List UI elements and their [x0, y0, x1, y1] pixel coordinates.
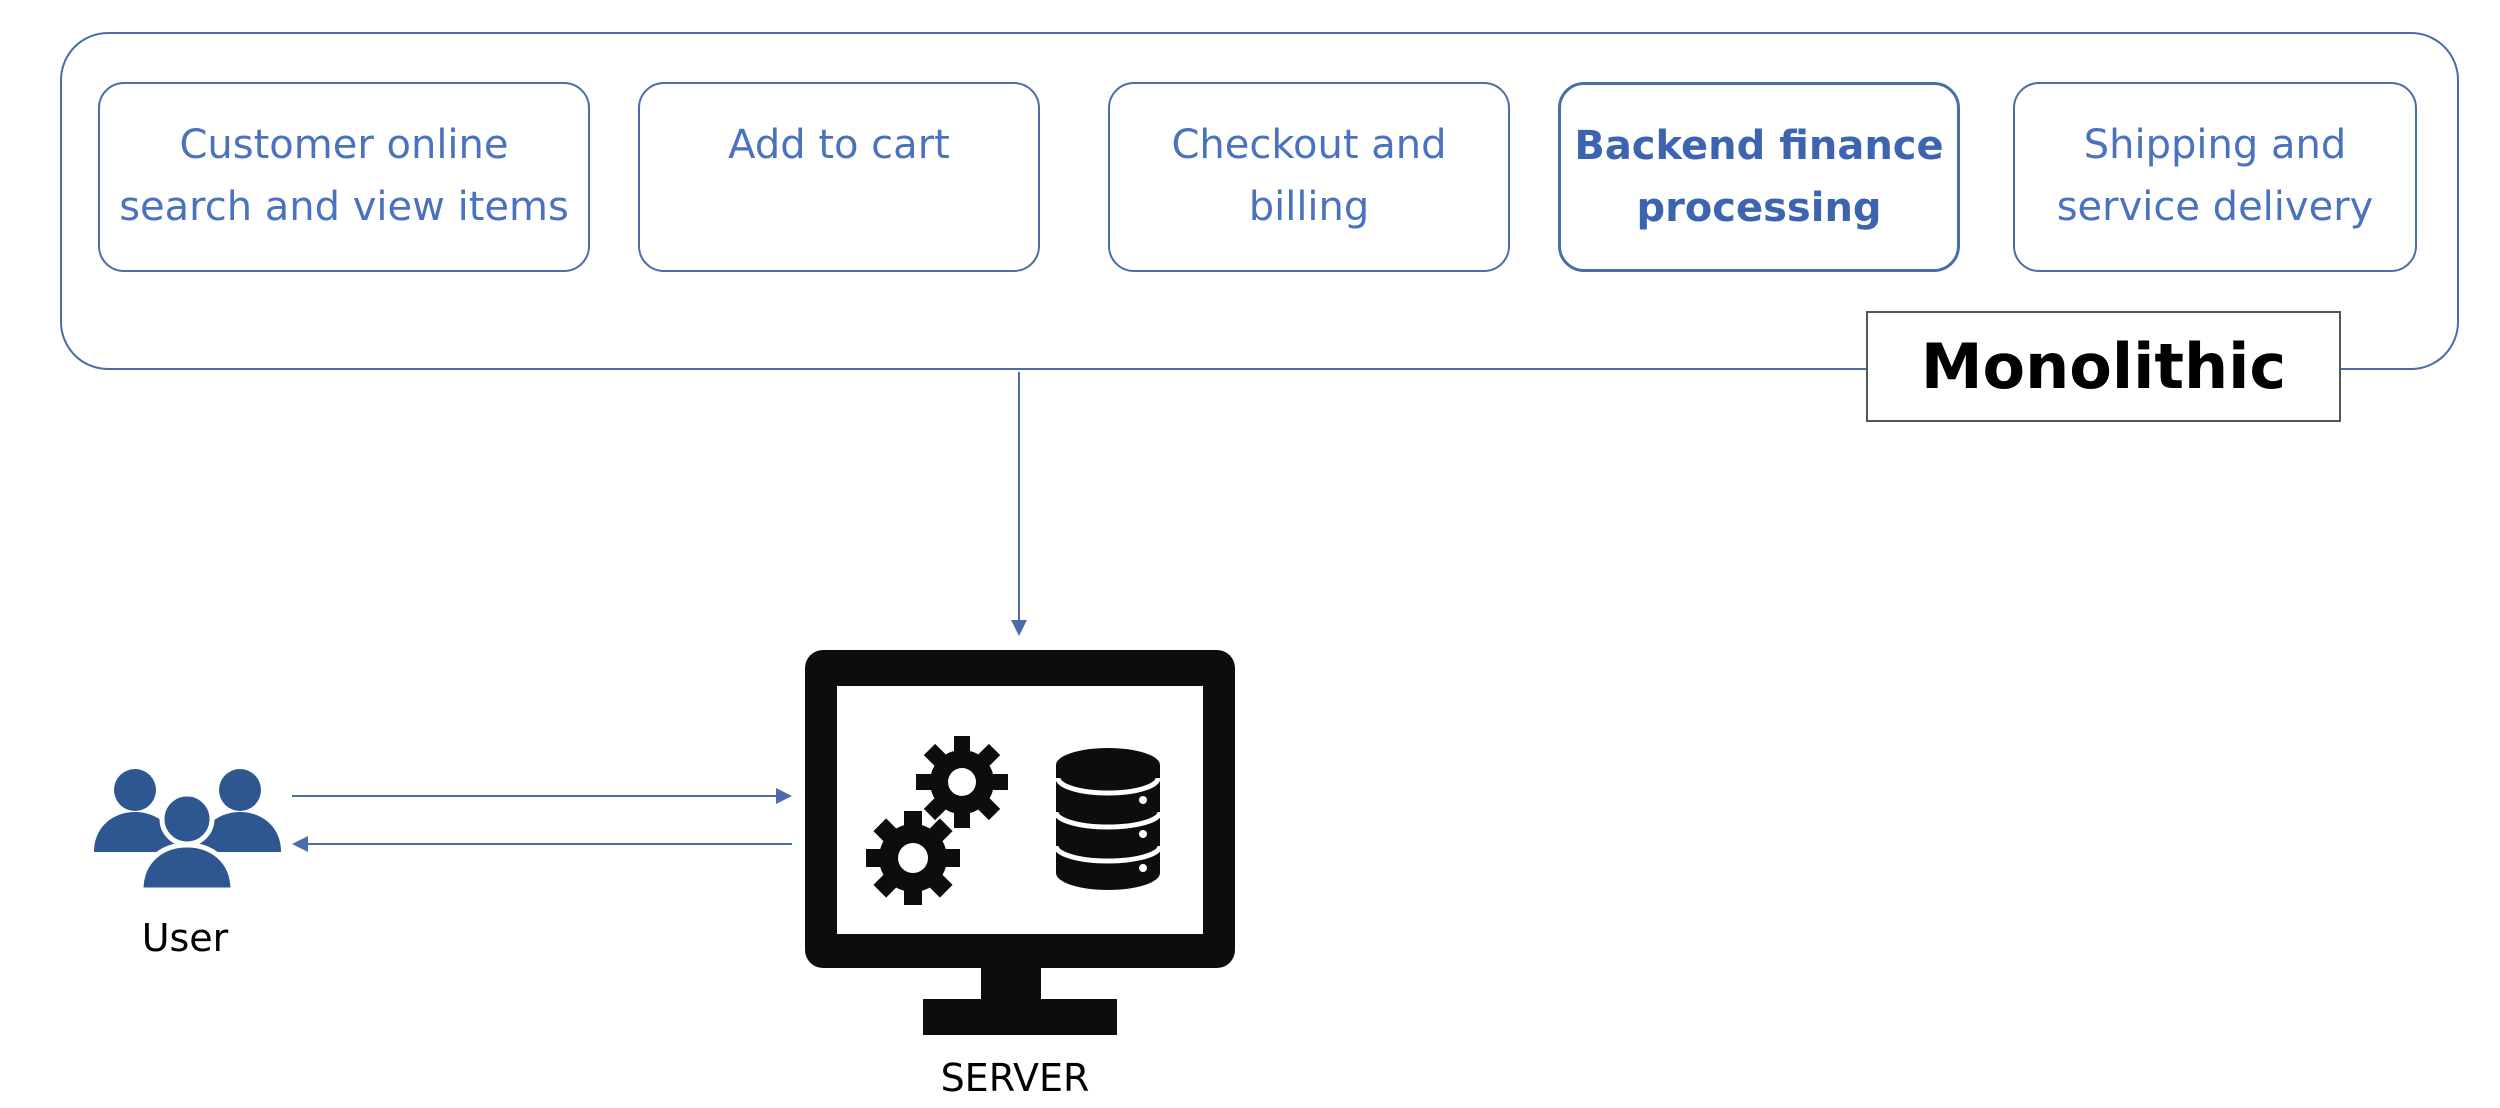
- monolithic-label: Monolithic: [1866, 311, 2341, 422]
- monitor-icon: [805, 650, 1235, 1035]
- user-label: User: [141, 916, 229, 960]
- server-arrowhead: [1011, 620, 1027, 636]
- module-backend-finance: Backend finance processing: [1558, 82, 1960, 272]
- server-to-user-arrowhead: [292, 836, 308, 852]
- users-icon: [94, 769, 281, 893]
- module-search-view: Customer online search and view items: [98, 82, 590, 272]
- server-label: SERVER: [940, 1056, 1090, 1100]
- monolith-container: [60, 32, 2459, 370]
- database-icon: [1053, 748, 1163, 890]
- user-to-server-arrowhead: [776, 788, 792, 804]
- module-checkout-billing: Checkout and billing: [1108, 82, 1510, 272]
- gears-icon: [866, 736, 1008, 905]
- module-add-to-cart: Add to cart: [638, 82, 1040, 272]
- module-shipping-delivery: Shipping and service delivery: [2013, 82, 2417, 272]
